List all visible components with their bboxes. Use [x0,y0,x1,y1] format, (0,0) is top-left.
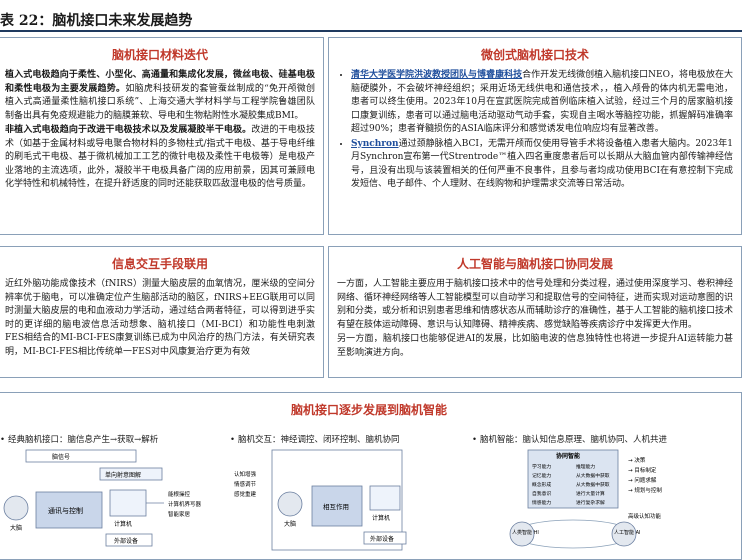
coop-item: 从大数据中获取 [576,472,610,479]
advanced-label: 高级认知功能 [628,512,662,520]
external-label: 外部设备 [370,535,394,543]
materials-panel: 脑机接口材料迭代 植入式电极趋向于柔性、小型化、高通量和集成化发展，微丝电极、硅… [0,37,324,235]
item1-text: 合作开发无线微创植入脑机接口NEO，将电极放在大脑硬膜外，不会破坏神经组织；采用… [351,70,733,134]
materials-text: 植入式电极趋向于柔性、小型化、高通量和集成化发展，微丝电极、硅基电极和柔性电极为… [5,69,315,192]
figure-title: 表 22：脑机接口未来发展趋势 [0,13,193,29]
right-item: → 目标制定 [628,466,657,474]
coop-title: 协同智能 [556,452,580,460]
coop-item: 进行大量计算 [576,490,605,497]
materials-p2-bold: 非植入式电极趋向于改进干电极技术以及发展凝胶半干电极。 [5,125,252,135]
tsinghua-link[interactable]: 清华大学医学院洪波教授团队与博睿康科技 [351,70,523,80]
ai-panel: 人工智能与脑机接口协同发展 一方面，人工智能主要应用于脑机接口技术中的信号处理和… [328,246,742,378]
computer-label: 计算机 [372,514,390,522]
external-box [105,533,153,547]
computer-icon [369,485,401,511]
right-item: → 问题求解 [628,476,657,484]
out3-label: 智能家居 [168,510,191,518]
human-icon [509,521,535,547]
minimally-invasive-panel: 微创式脑机接口技术 清华大学医学院洪波教授团队与博睿康科技合作开发无线微创植入脑… [328,37,742,235]
evolution-col2-label: •脑机交互：神经调控、闭环控制、脑机协同 [230,435,400,445]
interaction-diagram: 认知增强 情感调节 感觉重建 大脑 相互作用 计算机 外部设备 [234,449,407,551]
model-label: 单向射意图解 [105,471,141,479]
comm-box [35,491,103,529]
evolution-col1-label: •经典脑机接口：脑信息产生→获取→解析 [0,435,159,445]
mutual-label: 相互作用 [323,502,349,511]
signal-label: 脑信号 [52,453,70,461]
brain-label: 大脑 [10,524,22,532]
brain-icon [277,491,303,517]
evolution-heading: 脑机接口逐步发展到脑机智能 [290,403,447,417]
ai-label: 人工智能 AI [614,529,641,536]
ai-text: 一方面，人工智能主要应用于脑机接口技术中的信号处理和分类过程，通过使用深度学习、… [337,278,733,360]
interaction-heading: 信息交互手段联用 [111,257,208,271]
right-item: → 规划与控制 [628,486,662,494]
interaction-text: 近红外脑功能成像技术（fNIRS）测量大脑皮层的血氧情况，厘米级的空间分辨率优于… [5,279,315,357]
ai-p1: 一方面，人工智能主要应用于脑机接口技术中的信号处理和分类过程，通过使用深度学习、… [337,279,734,330]
coop-item: 记忆能力 [532,472,551,479]
comm-label: 通讯与控制 [48,506,83,515]
brain-label: 大脑 [284,520,296,528]
computer-icon [109,489,147,517]
coop-item: 学习能力 [532,463,551,470]
in2-label: 情感调节 [234,480,257,488]
list-item: 清华大学医学院洪波教授团队与博睿康科技合作开发无线微创植入脑机接口NEO，将电极… [351,69,733,137]
coop-item: 进行复杂求解 [576,499,605,506]
model-box [99,467,163,481]
coop-item: 从大数据中获取 [576,481,610,488]
materials-heading: 脑机接口材料迭代 [111,48,208,62]
evolution-col3-label: •脑机智能：脑认知信息原理、脑机协同、人机共进 [472,435,668,445]
external-label: 外部设备 [114,537,138,545]
coop-item: 自我意识 [532,490,551,497]
classic-bci-diagram: 脑信号 单向射意图解 大脑 通讯与控制 计算机 能根操控 计算机界写器 智能家居… [3,449,202,547]
out1-label: 能根操控 [168,490,191,498]
coop-box [527,449,619,509]
right-items: → 决策 → 目标制定 → 问题求解 → 规划与控制 [628,456,662,494]
ai-heading: 人工智能与脑机接口协同发展 [456,257,613,271]
brain-icon [3,495,29,521]
loop-frame [271,449,403,551]
synchron-link[interactable]: Synchron [351,138,399,149]
materials-p1-bold: 植入式电极趋向于柔性、小型化、高通量和集成化发展，微丝电极、硅基电极和柔性电极为… [5,70,315,94]
in1-label: 认知增强 [234,470,257,478]
right-item: → 决策 [628,456,646,464]
in3-label: 感觉重建 [234,490,257,498]
minimally-invasive-heading: 微创式脑机接口技术 [480,48,589,62]
coop-item: 概念形成 [532,481,551,488]
minimally-invasive-list: 清华大学医学院洪波教授团队与博睿康科技合作开发无线微创植入脑机接口NEO，将电极… [337,69,733,192]
external-box [363,531,407,545]
materials-p1-rest: 如脑虎科技研发的套管蚕丝制成的“免开颅微创植入式高通量柔性脑机接口系统”、上海交… [5,83,315,121]
materials-p2-rest: 改进的干电极技术（如基于金属材料或导电聚合物材料的多物柱式/指式干电极、基于导电… [5,125,315,189]
computer-label: 计算机 [114,520,132,528]
signal-box [25,449,137,463]
interaction-panel: 信息交互手段联用 近红外脑功能成像技术（fNIRS）测量大脑皮层的血氧情况，厘米… [0,246,324,378]
mutual-box [311,485,363,527]
item2-text: 通过颈静脉植入BCI，无需开颅而仅使用导管手术将设备植入患者大脑内。2023年1… [351,138,733,190]
human-label: 人类智能 HI [512,529,539,536]
coop-item: 情感能力 [532,499,551,506]
title-rule [0,30,742,32]
out2-label: 计算机界写器 [168,500,202,508]
ai-p2: 另一方面，脑机接口也能够促进AI的发展，比如脑电波的信息独特性也将进一步提升AI… [337,334,733,358]
coop-item: 推理能力 [576,463,595,470]
list-item: Synchron通过颈静脉植入BCI，无需开颅而仅使用导管手术将设备植入患者大脑… [351,138,733,192]
ai-icon [611,521,637,547]
